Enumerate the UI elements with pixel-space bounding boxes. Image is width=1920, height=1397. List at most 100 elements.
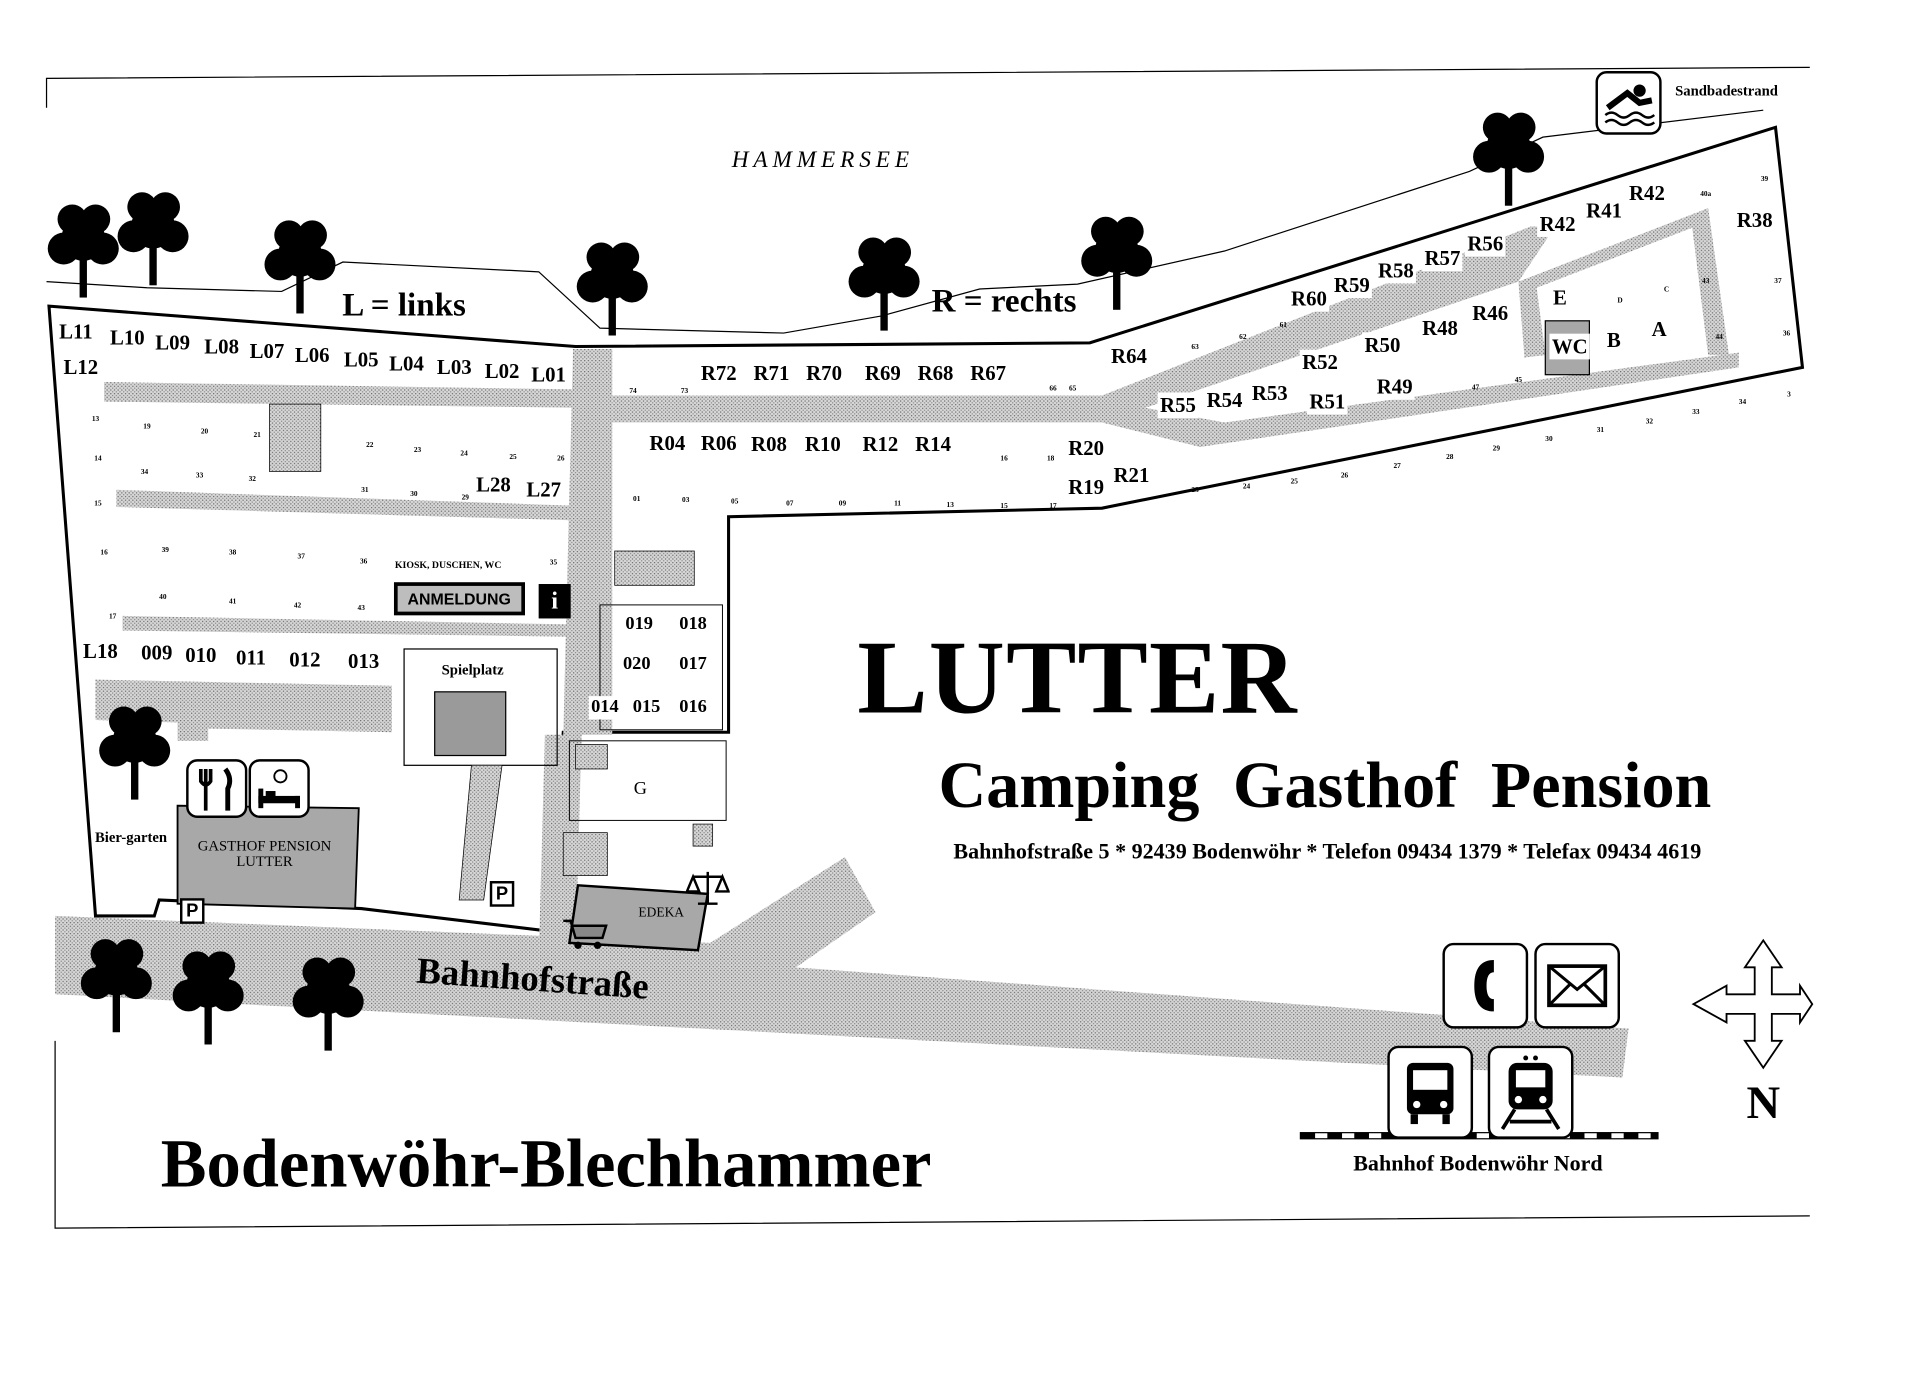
north-label: N xyxy=(1746,1077,1781,1129)
plot-number: 41 xyxy=(228,598,237,607)
plot-number: 31 xyxy=(361,487,369,495)
plot-label: R48 xyxy=(1419,315,1461,342)
plot-label: 013 xyxy=(345,648,382,675)
plot-label: R53 xyxy=(1249,380,1291,406)
plot-number: 33 xyxy=(195,472,204,481)
plot-label: L12 xyxy=(61,354,101,381)
train-icon xyxy=(1487,1045,1574,1139)
plot-number: 07 xyxy=(786,500,794,509)
plot-number: 3 xyxy=(1787,391,1791,400)
plot-label: R20 xyxy=(1065,435,1107,462)
plot-number: 17 xyxy=(1049,503,1057,511)
plot-number: 19 xyxy=(143,423,151,432)
plot-number: 65 xyxy=(1068,385,1077,394)
plot-label: L05 xyxy=(341,347,382,373)
plot-number: 15 xyxy=(94,500,102,509)
plot-number: 32 xyxy=(248,476,256,484)
plot-number: 23 xyxy=(413,446,422,455)
plot-label: R72 xyxy=(698,360,740,387)
service-plot-label: 019 xyxy=(622,612,656,637)
plot-number: 16 xyxy=(100,549,108,558)
compass-icon xyxy=(1691,938,1814,1070)
plot-number: 01 xyxy=(633,495,641,504)
beach-label: Sandbadestrand xyxy=(1675,82,1778,100)
plot-number: 17 xyxy=(108,613,117,621)
plot-number: 18 xyxy=(1046,455,1055,463)
supermarket-label: EDEKA xyxy=(638,905,685,921)
mail-icon xyxy=(1534,942,1621,1029)
plot-label: R19 xyxy=(1065,474,1107,501)
plot-number: 45 xyxy=(1514,377,1523,385)
plot-number: 62 xyxy=(1239,334,1247,342)
plot-number: 74 xyxy=(629,388,637,396)
plot-number: 38 xyxy=(228,549,237,558)
plot-label: 012 xyxy=(286,647,323,673)
service-plot-label: 015 xyxy=(630,696,663,720)
plot-label: R42 xyxy=(1537,211,1578,237)
plot-label: L18 xyxy=(80,638,121,665)
bed-icon xyxy=(248,759,310,818)
station-label: Bahnhof Bodenwöhr Nord xyxy=(1353,1151,1603,1176)
plot-number: 40 xyxy=(159,593,167,602)
plot-label: R68 xyxy=(915,360,956,387)
plot-number: 13 xyxy=(91,416,100,424)
parking-icon: P xyxy=(180,898,205,924)
plot-label: R46 xyxy=(1469,300,1511,327)
internal-roads xyxy=(95,208,1739,956)
swimming-icon xyxy=(1595,71,1662,135)
plot-label: R59 xyxy=(1331,272,1373,299)
plot-number: 36 xyxy=(1782,330,1791,338)
plot-number: 09 xyxy=(838,500,847,509)
plot-number: 43 xyxy=(357,604,365,613)
plot-number: 63 xyxy=(1191,344,1199,352)
plot-number: 66 xyxy=(1049,385,1057,394)
plot-number: 22 xyxy=(366,442,374,450)
beer-garden-label: Bier-garten xyxy=(94,828,168,846)
plot-number: 11 xyxy=(894,500,902,509)
plot-number: 37 xyxy=(297,553,305,561)
plot-label: R71 xyxy=(751,360,792,387)
plot-label: 009 xyxy=(138,639,175,666)
plot-label: L11 xyxy=(56,318,96,345)
lake-label: HAMMERSEE xyxy=(731,147,915,174)
info-icon: i xyxy=(538,584,571,619)
plot-label: WC xyxy=(1549,333,1591,360)
left-legend: L = links xyxy=(342,285,466,323)
plot-label: L03 xyxy=(434,354,475,381)
frame xyxy=(45,66,1810,1229)
plot-number: 73 xyxy=(680,388,689,396)
plot-number: 39 xyxy=(161,547,169,555)
bahnhofstrasse-road xyxy=(55,857,1629,1078)
plot-label: R51 xyxy=(1306,388,1348,415)
bus-icon xyxy=(1387,1045,1474,1139)
plot-label: B xyxy=(1604,327,1624,354)
plot-label: R14 xyxy=(912,431,954,458)
inn-label: GASTHOF PENSION LUTTER xyxy=(197,836,332,870)
plot-number: 36 xyxy=(360,558,368,566)
plot-number: 34 xyxy=(1738,399,1747,407)
plot-label: L28 xyxy=(473,472,514,498)
lake-shore xyxy=(46,109,1764,334)
plot-number: 26 xyxy=(557,455,565,463)
plot-label: R06 xyxy=(698,430,740,457)
playground-label: Spielplatz xyxy=(441,661,504,679)
registration-building[interactable]: ANMELDUNG xyxy=(393,582,525,616)
plot-number: 44 xyxy=(1715,334,1723,342)
plot-number: 47 xyxy=(1471,384,1480,392)
plot-label: L10 xyxy=(107,325,148,351)
plot-number: 30 xyxy=(1545,435,1553,444)
plot-label: R12 xyxy=(860,431,901,458)
plot-number: 37 xyxy=(1774,277,1782,286)
plot-label: L27 xyxy=(523,476,564,503)
plot-number: 35 xyxy=(549,559,558,567)
plot-label: R21 xyxy=(1111,462,1152,488)
plot-label: L04 xyxy=(386,350,427,377)
plot-number: 42 xyxy=(293,602,302,610)
business-subtitle: Camping Gasthof Pension xyxy=(938,748,1712,822)
plot-number: 39 xyxy=(1760,176,1769,184)
plot-number: 14 xyxy=(94,455,102,463)
plot-label: R54 xyxy=(1204,387,1245,414)
plot-label: R49 xyxy=(1374,374,1416,400)
